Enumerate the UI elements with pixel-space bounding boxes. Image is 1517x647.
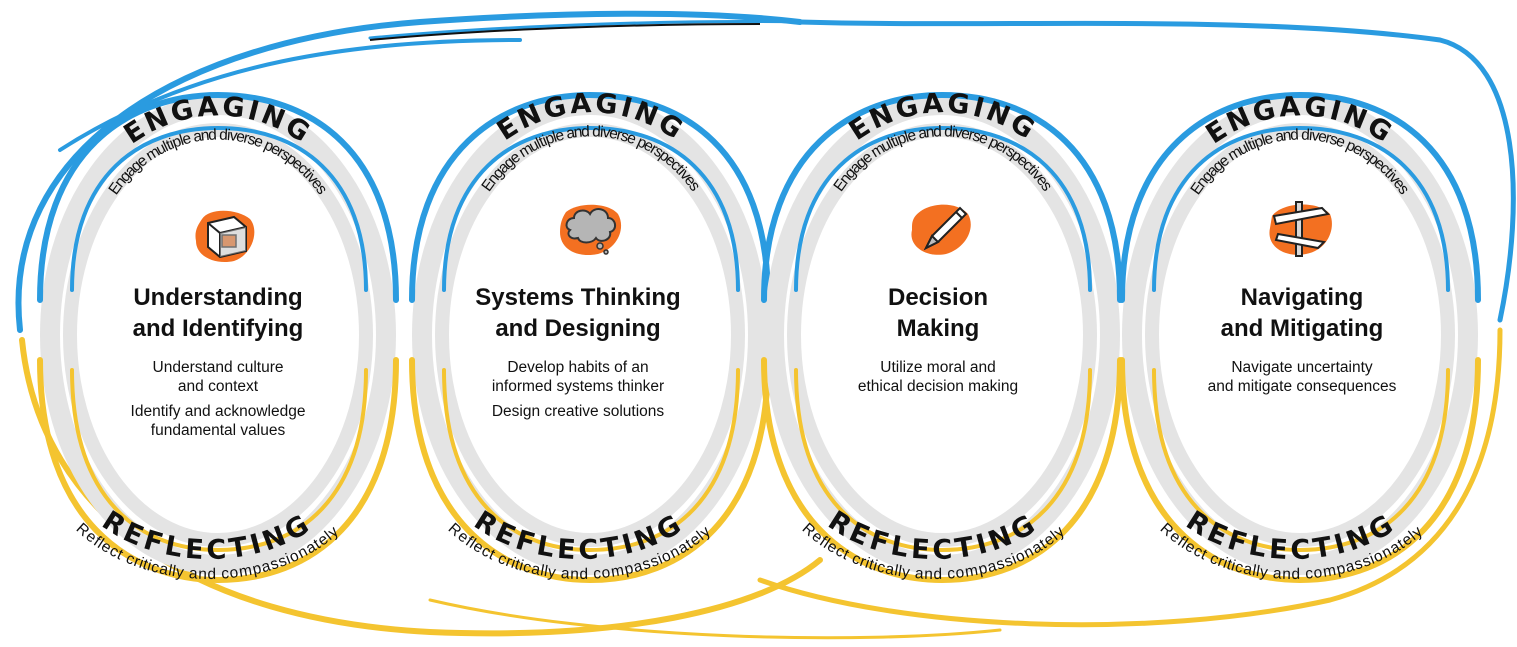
description-line: ethical decision making [857, 378, 1019, 395]
loop-4-title: Navigating and Mitigating [1162, 282, 1442, 344]
description-line: informed systems thinker [491, 378, 665, 395]
description-line: Understand culture [152, 359, 284, 376]
loop-1-title: Understanding and Identifying [78, 282, 358, 344]
description-line: and context [177, 378, 259, 395]
title-line: and Mitigating [1220, 315, 1384, 342]
description-line: Utilize moral and [880, 359, 996, 376]
title-line: and Identifying [132, 315, 304, 342]
description-line: Design creative solutions [491, 403, 665, 420]
pen-icon [911, 204, 971, 255]
loop-ring-1 [37, 91, 399, 584]
title-line: Decision [887, 284, 989, 311]
loop-1-content: Understanding and Identifying Understand… [78, 282, 358, 440]
title-line: Making [896, 315, 980, 342]
title-line: and Designing [495, 315, 661, 342]
loop-ring-4 [1119, 91, 1481, 584]
loop-2-title: Systems Thinking and Designing [438, 282, 718, 344]
description-line: and mitigate consequences [1207, 378, 1397, 395]
loop-2-content: Systems Thinking and Designing Develop h… [438, 282, 718, 421]
loop-3-content: Decision Making Utilize moral and ethica… [798, 282, 1078, 396]
loop-ring-3 [761, 91, 1123, 584]
loop-4-content: Navigating and Mitigating Navigate uncer… [1162, 282, 1442, 396]
description-line: Identify and acknowledge [130, 403, 306, 420]
description-line: Develop habits of an [507, 359, 649, 376]
title-line: Understanding [133, 284, 303, 311]
title-line: Systems Thinking [475, 284, 681, 311]
thought-cloud-icon [560, 204, 622, 256]
description-line: fundamental values [150, 422, 286, 439]
signpost-icon [1269, 201, 1332, 257]
loop-3-title: Decision Making [798, 282, 1078, 344]
title-line: Navigating [1240, 284, 1364, 311]
cube-icon [195, 210, 255, 263]
outer-connector-strokes [15, 10, 1516, 640]
loop-ring-2 [409, 91, 771, 584]
description-line: Navigate uncertainty [1231, 359, 1373, 376]
